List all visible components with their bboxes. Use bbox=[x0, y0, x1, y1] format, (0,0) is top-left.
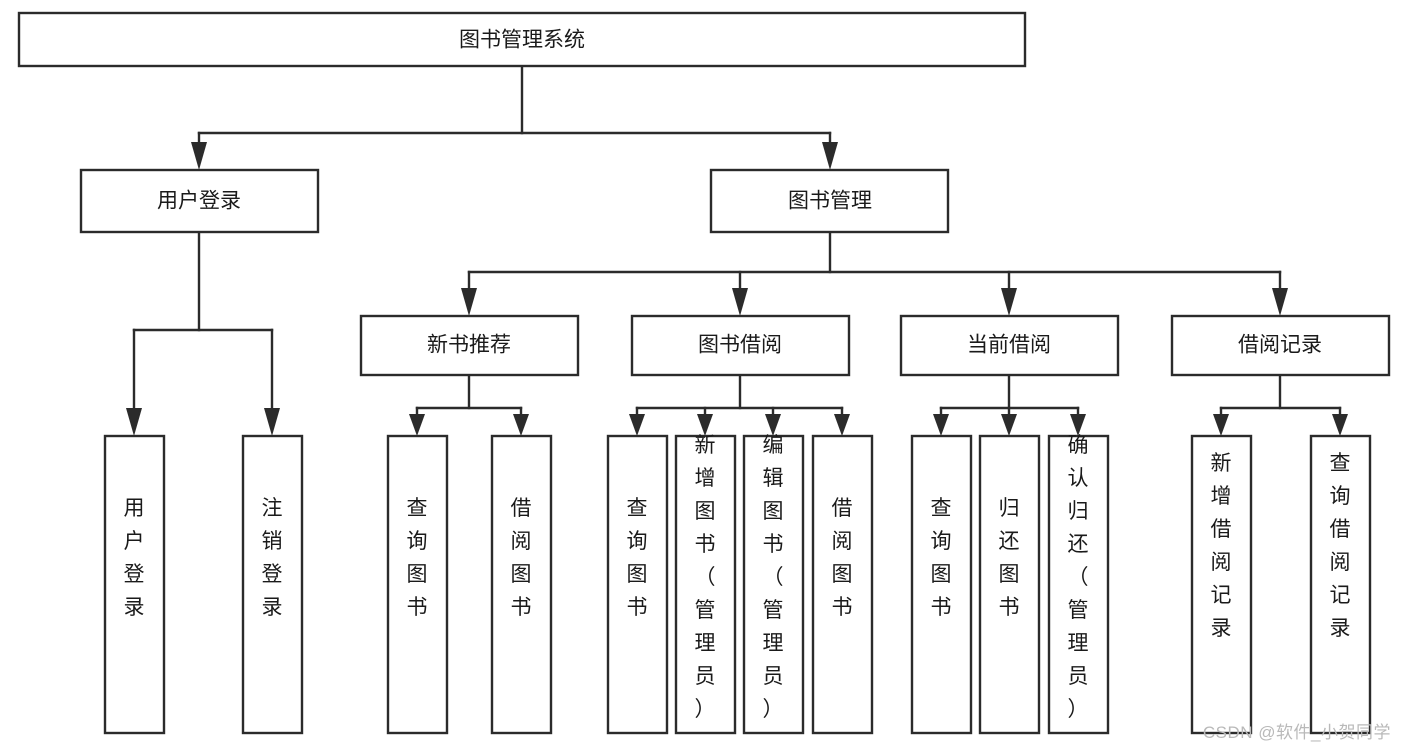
node-book-management-label: 图书管理 bbox=[788, 190, 872, 213]
leaf-return-book-box[interactable] bbox=[978, 434, 1041, 735]
arrow-cb-to-query-book bbox=[933, 414, 949, 436]
leaf-logout-login-box[interactable] bbox=[241, 434, 304, 735]
leaf-query-book-2-box[interactable] bbox=[606, 434, 669, 735]
arrow-root-to-book-management bbox=[822, 142, 838, 170]
arrow-br-to-add-record bbox=[1213, 414, 1229, 436]
leaf-query-borrow-record-box[interactable] bbox=[1309, 434, 1372, 735]
leaf-query-borrow-record[interactable]: 查询借阅记录 bbox=[1309, 434, 1372, 735]
arrow-bb-to-edit-book bbox=[765, 414, 781, 436]
arrow-cb-to-confirm-return bbox=[1070, 414, 1086, 436]
leaf-query-book-3[interactable]: 查询图书 bbox=[910, 434, 973, 735]
node-borrow-record[interactable]: 借阅记录 bbox=[1170, 314, 1391, 377]
leaf-user-login[interactable]: 用户登录 bbox=[103, 434, 166, 735]
connector-group-book-management bbox=[461, 230, 1288, 316]
leaf-add-borrow-record[interactable]: 新增借阅记录 bbox=[1190, 434, 1253, 735]
leaf-return-book[interactable]: 归还图书 bbox=[978, 434, 1041, 735]
leaf-user-login-label: 用户登录 bbox=[124, 497, 145, 619]
node-current-borrow[interactable]: 当前借阅 bbox=[899, 314, 1120, 377]
node-book-borrow-label: 图书借阅 bbox=[698, 334, 782, 357]
leaf-query-borrow-record-label: 查询借阅记录 bbox=[1330, 452, 1351, 640]
leaf-query-book-1-box[interactable] bbox=[386, 434, 449, 735]
leaf-borrow-book-1[interactable]: 借阅图书 bbox=[490, 434, 553, 735]
arrow-bb-to-borrow-book bbox=[834, 414, 850, 436]
arrow-bb-to-add-book bbox=[697, 414, 713, 436]
connector-group-root bbox=[191, 64, 838, 170]
arrow-ul-to-leaf-logout bbox=[264, 408, 280, 436]
arrow-cb-to-return-book bbox=[1001, 414, 1017, 436]
node-book-management-box[interactable] bbox=[709, 168, 950, 234]
leaf-user-login-box[interactable] bbox=[103, 434, 166, 735]
leaf-add-borrow-record-box[interactable] bbox=[1190, 434, 1253, 735]
leaf-add-borrow-record-label: 新增借阅记录 bbox=[1211, 452, 1232, 640]
leaf-borrow-book-2-box[interactable] bbox=[811, 434, 874, 735]
node-root-label: 图书管理系统 bbox=[459, 29, 585, 52]
leaf-confirm-return-admin[interactable]: 确认归还（管理员） bbox=[1047, 434, 1110, 735]
leaf-borrow-book-2[interactable]: 借阅图书 bbox=[811, 434, 874, 735]
arrow-bm-to-book-borrow bbox=[732, 288, 748, 316]
leaf-logout-login-label: 注销登录 bbox=[262, 497, 283, 619]
leaf-query-book-2[interactable]: 查询图书 bbox=[606, 434, 669, 735]
connector-group-book-borrow bbox=[629, 373, 850, 436]
node-new-book-recommend-box[interactable] bbox=[359, 314, 580, 377]
connector-group-current-borrow bbox=[933, 373, 1086, 436]
leaf-edit-book-admin[interactable]: 编辑图书（管理员） bbox=[742, 434, 805, 735]
leaf-query-book-2-label: 查询图书 bbox=[627, 497, 648, 619]
leaf-add-book-admin-box[interactable] bbox=[674, 434, 737, 735]
node-user-login-box[interactable] bbox=[79, 168, 320, 234]
leaf-query-book-3-box[interactable] bbox=[910, 434, 973, 735]
leaf-confirm-return-admin-box[interactable] bbox=[1047, 434, 1110, 735]
node-user-login[interactable]: 用户登录 bbox=[79, 168, 320, 234]
node-current-borrow-box[interactable] bbox=[899, 314, 1120, 377]
leaf-borrow-book-1-box[interactable] bbox=[490, 434, 553, 735]
arrow-bm-to-current-borrow bbox=[1001, 288, 1017, 316]
leaf-logout-login[interactable]: 注销登录 bbox=[241, 434, 304, 735]
node-new-book-recommend[interactable]: 新书推荐 bbox=[359, 314, 580, 377]
leaf-add-book-admin[interactable]: 新增图书（管理员） bbox=[674, 434, 737, 735]
connector-group-user-login bbox=[126, 230, 280, 436]
node-root[interactable]: 图书管理系统 bbox=[17, 11, 1027, 68]
connector-group-borrow-record bbox=[1213, 373, 1348, 436]
node-user-login-label: 用户登录 bbox=[157, 190, 241, 213]
csdn-watermark: CSDN @软件_小贺同学 bbox=[1202, 723, 1391, 742]
leaf-add-book-admin-label: 新增图书（管理员） bbox=[695, 434, 716, 721]
leaf-query-book-1-label: 查询图书 bbox=[407, 497, 428, 619]
arrow-br-to-query-record bbox=[1332, 414, 1348, 436]
leaf-query-book-1[interactable]: 查询图书 bbox=[386, 434, 449, 735]
leaf-borrow-book-2-label: 借阅图书 bbox=[832, 497, 853, 619]
node-borrow-record-box[interactable] bbox=[1170, 314, 1391, 377]
node-book-management[interactable]: 图书管理 bbox=[709, 168, 950, 234]
arrow-bm-to-borrow-record bbox=[1272, 288, 1288, 316]
arrow-bm-to-new-book bbox=[461, 288, 477, 316]
leaf-edit-book-admin-label: 编辑图书（管理员） bbox=[763, 434, 784, 721]
leaf-return-book-label: 归还图书 bbox=[999, 497, 1020, 619]
node-new-book-recommend-label: 新书推荐 bbox=[427, 334, 511, 357]
leaf-edit-book-admin-box[interactable] bbox=[742, 434, 805, 735]
arrow-nb-to-borrow-book bbox=[513, 414, 529, 436]
leaf-confirm-return-admin-label: 确认归还（管理员） bbox=[1068, 434, 1089, 721]
arrow-nb-to-query-book bbox=[409, 414, 425, 436]
node-book-borrow-box[interactable] bbox=[630, 314, 851, 377]
arrow-root-to-user-login bbox=[191, 142, 207, 170]
arrow-bb-to-query-book bbox=[629, 414, 645, 436]
arrow-ul-to-leaf-user-login bbox=[126, 408, 142, 436]
leaf-borrow-book-1-label: 借阅图书 bbox=[511, 497, 532, 619]
connector-group-new-book-recommend bbox=[409, 373, 529, 436]
node-borrow-record-label: 借阅记录 bbox=[1238, 334, 1322, 357]
node-book-borrow[interactable]: 图书借阅 bbox=[630, 314, 851, 377]
node-root-box[interactable] bbox=[17, 11, 1027, 68]
leaf-query-book-3-label: 查询图书 bbox=[931, 497, 952, 619]
node-current-borrow-label: 当前借阅 bbox=[967, 334, 1051, 357]
